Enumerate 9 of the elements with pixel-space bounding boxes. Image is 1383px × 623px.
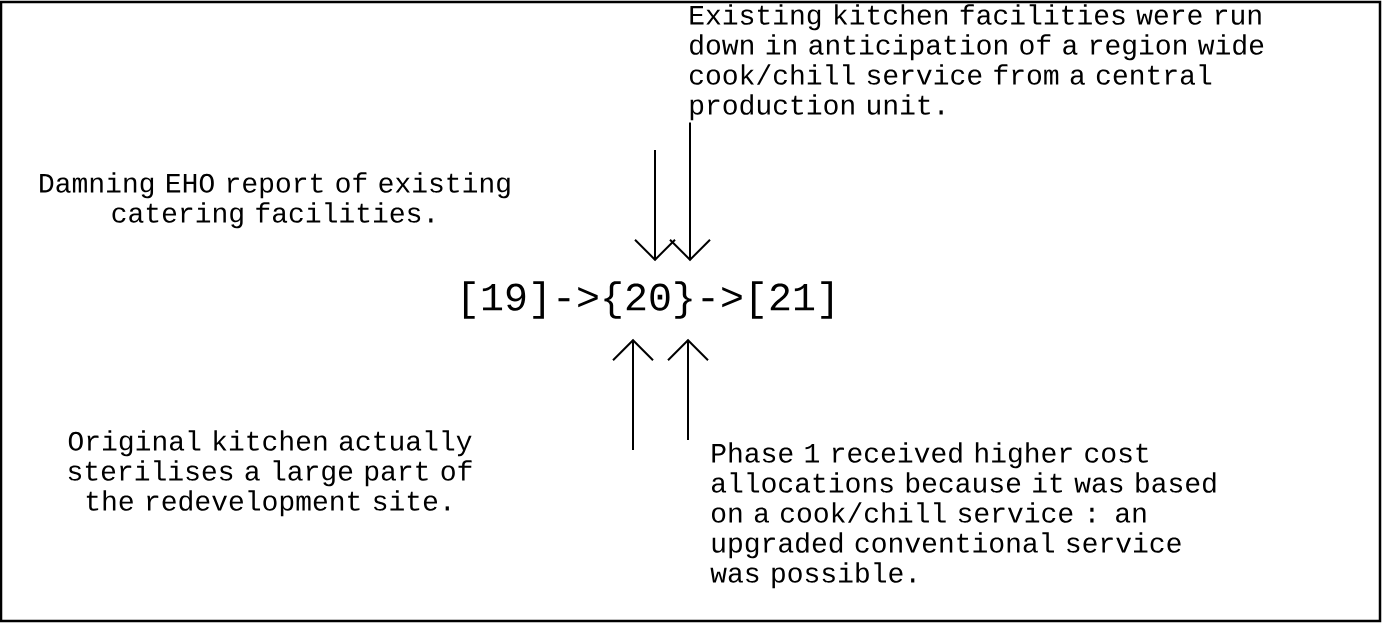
note-text: Damning EHO report of existing catering facilities. xyxy=(40,172,510,229)
note-text: Phase 1 received higher cost allocations because it was based on a cook/chill service : an upgraded conventional service was possible. xyxy=(710,442,1216,589)
arrow xyxy=(667,338,709,441)
note-text: Existing kitchen facilities were run down in anticipation of a region wide cook/chill service from a central production unit. xyxy=(690,4,1264,121)
center-text: [19]->{20}->[21] xyxy=(464,281,832,319)
arrow xyxy=(612,338,654,451)
note-text: Original kitchen actually sterilises a large part of the redevelopment site. xyxy=(68,430,472,517)
arrow xyxy=(669,121,711,262)
arrow xyxy=(634,149,676,262)
